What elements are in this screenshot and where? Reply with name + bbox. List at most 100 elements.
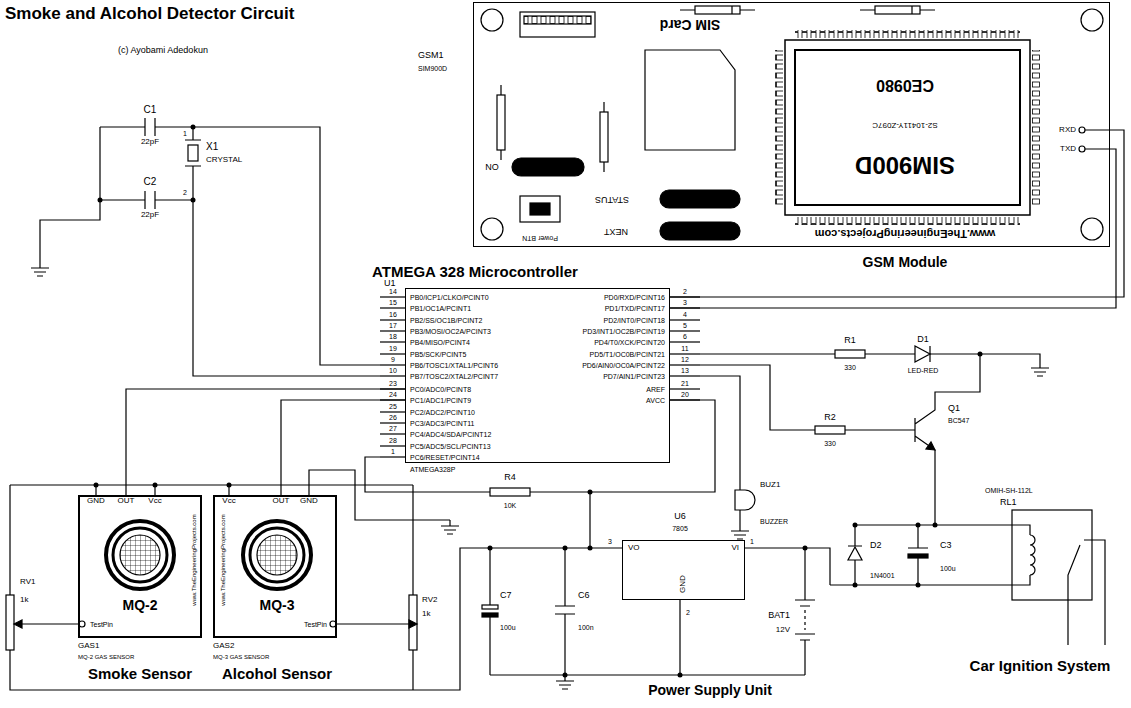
part-label: GAS1 bbox=[78, 642, 99, 650]
part-label: 27 bbox=[389, 425, 397, 432]
part-label: C3 bbox=[940, 541, 952, 550]
gsm-board-art bbox=[1081, 218, 1103, 240]
gsm-board-art bbox=[785, 40, 1030, 215]
gsm-board-art bbox=[1081, 9, 1103, 31]
gsm-board-art bbox=[481, 9, 503, 31]
signal-wire bbox=[590, 400, 715, 548]
part-label: Car Ignition System bbox=[970, 658, 1111, 673]
gsm-board-art bbox=[497, 95, 505, 150]
junction-dot bbox=[191, 198, 196, 203]
part-label: OMIH-SH-112L bbox=[985, 487, 1033, 494]
part-label: 7805 bbox=[672, 525, 688, 532]
junction-dot bbox=[227, 483, 232, 488]
wire bbox=[10, 485, 590, 690]
node-text: www.TheEngineeringProjects.com bbox=[220, 514, 226, 605]
signal-wire bbox=[670, 149, 1116, 308]
node-text: VO bbox=[628, 544, 640, 552]
gsm-board-art bbox=[775, 50, 783, 205]
gsm-board-art bbox=[660, 190, 740, 208]
pin-stub bbox=[670, 364, 700, 365]
node-text: PC2/ADC2/PCINT10 bbox=[410, 409, 475, 416]
node-text: www.TheEngineeringProjects.com bbox=[191, 514, 197, 605]
pin-stub bbox=[670, 330, 700, 331]
node-text: PB4/MISO/PCINT4 bbox=[410, 339, 470, 346]
node-text: PB1/OC1A/PCINT1 bbox=[410, 305, 471, 312]
junction-dot bbox=[191, 125, 196, 130]
part-label: Smoke Sensor bbox=[88, 666, 192, 681]
part-label: 330 bbox=[844, 364, 856, 371]
part-label: X1 bbox=[206, 142, 218, 152]
node-text: ATMEGA328P bbox=[410, 466, 455, 473]
part-label: R2 bbox=[824, 413, 836, 422]
node-text: AVCC bbox=[646, 397, 665, 404]
component-body bbox=[257, 535, 297, 575]
node-text: PB7/TOSC2/XTAL2/PCINT7 bbox=[410, 373, 498, 380]
pin-stub bbox=[380, 364, 405, 365]
node-text: OUT bbox=[118, 497, 135, 505]
node-text: GND bbox=[300, 497, 318, 505]
gsm-board-art bbox=[1079, 127, 1085, 133]
pin-stub bbox=[380, 445, 405, 446]
part-label: 3 bbox=[608, 538, 612, 545]
part-label: BUZZER bbox=[760, 518, 788, 525]
pin-stub bbox=[670, 341, 700, 342]
wire bbox=[830, 525, 1030, 585]
part-label: 1 bbox=[183, 130, 187, 137]
part-label: 12 bbox=[681, 356, 689, 363]
junction-dot bbox=[853, 523, 858, 528]
part-label: 9 bbox=[391, 356, 395, 363]
pin-stub bbox=[380, 422, 405, 423]
part-label: 1k bbox=[20, 596, 28, 604]
node-text: PB2/SS/OC1B/PCINT2 bbox=[410, 317, 482, 324]
pin-stub bbox=[670, 388, 700, 389]
part-label: 3 bbox=[683, 299, 687, 306]
part-label: C2 bbox=[144, 177, 157, 187]
node-text: PB3/MOSI/OC2A/PCINT3 bbox=[410, 328, 491, 335]
node-text: NO bbox=[485, 163, 499, 172]
ground-symbol bbox=[31, 262, 1049, 689]
junction-dot bbox=[803, 546, 808, 551]
part-label: 1k bbox=[422, 610, 430, 618]
part-label: 1 bbox=[391, 448, 395, 455]
pin-stub bbox=[670, 353, 700, 354]
part-label: 100n bbox=[578, 624, 594, 631]
part-label: 6 bbox=[683, 333, 687, 340]
wire bbox=[745, 548, 830, 675]
component-body bbox=[106, 521, 174, 589]
gsm-board-art bbox=[860, 6, 935, 14]
component-body bbox=[915, 346, 930, 362]
part-label: LED-RED bbox=[908, 367, 939, 374]
part-label: 100u bbox=[500, 624, 516, 631]
signal-wire bbox=[281, 400, 405, 495]
part-label: C6 bbox=[578, 591, 590, 600]
pin-stub bbox=[380, 330, 405, 331]
node-text: PD0/RXD/PCINT16 bbox=[604, 294, 665, 301]
part-label: Q1 bbox=[948, 404, 960, 413]
part-label: BAT1 bbox=[768, 611, 790, 620]
part-label: D2 bbox=[870, 541, 882, 550]
microcontroller-chip: ATMEGA 328 MicrocontrollerU1PB0/ICP1/CLK… bbox=[405, 288, 670, 463]
junction-dot bbox=[98, 198, 103, 203]
node-text: VI bbox=[731, 544, 739, 552]
node-text: SIM Card bbox=[660, 18, 721, 32]
gsm-board-art bbox=[524, 16, 591, 24]
component-body bbox=[250, 528, 304, 582]
part-label: RL1 bbox=[1000, 498, 1017, 507]
component-body bbox=[815, 426, 845, 434]
ground-symbol bbox=[1031, 362, 1049, 376]
part-label: 1N4001 bbox=[870, 572, 895, 579]
node-text: PC0/ADC0/PCINT8 bbox=[410, 386, 471, 393]
part-label: 20 bbox=[681, 391, 689, 398]
gsm-board-art bbox=[1032, 50, 1040, 205]
node-text: SIM900D bbox=[855, 153, 955, 177]
node-text: TestPin bbox=[90, 621, 113, 628]
wire bbox=[490, 548, 805, 675]
part-label: 25 bbox=[389, 403, 397, 410]
wire bbox=[700, 365, 915, 430]
component-body bbox=[490, 488, 530, 496]
node-text: U1 bbox=[384, 279, 396, 288]
part-label: 12V bbox=[776, 626, 790, 634]
pin-stub bbox=[380, 319, 405, 320]
gsm-board-art bbox=[600, 112, 608, 162]
